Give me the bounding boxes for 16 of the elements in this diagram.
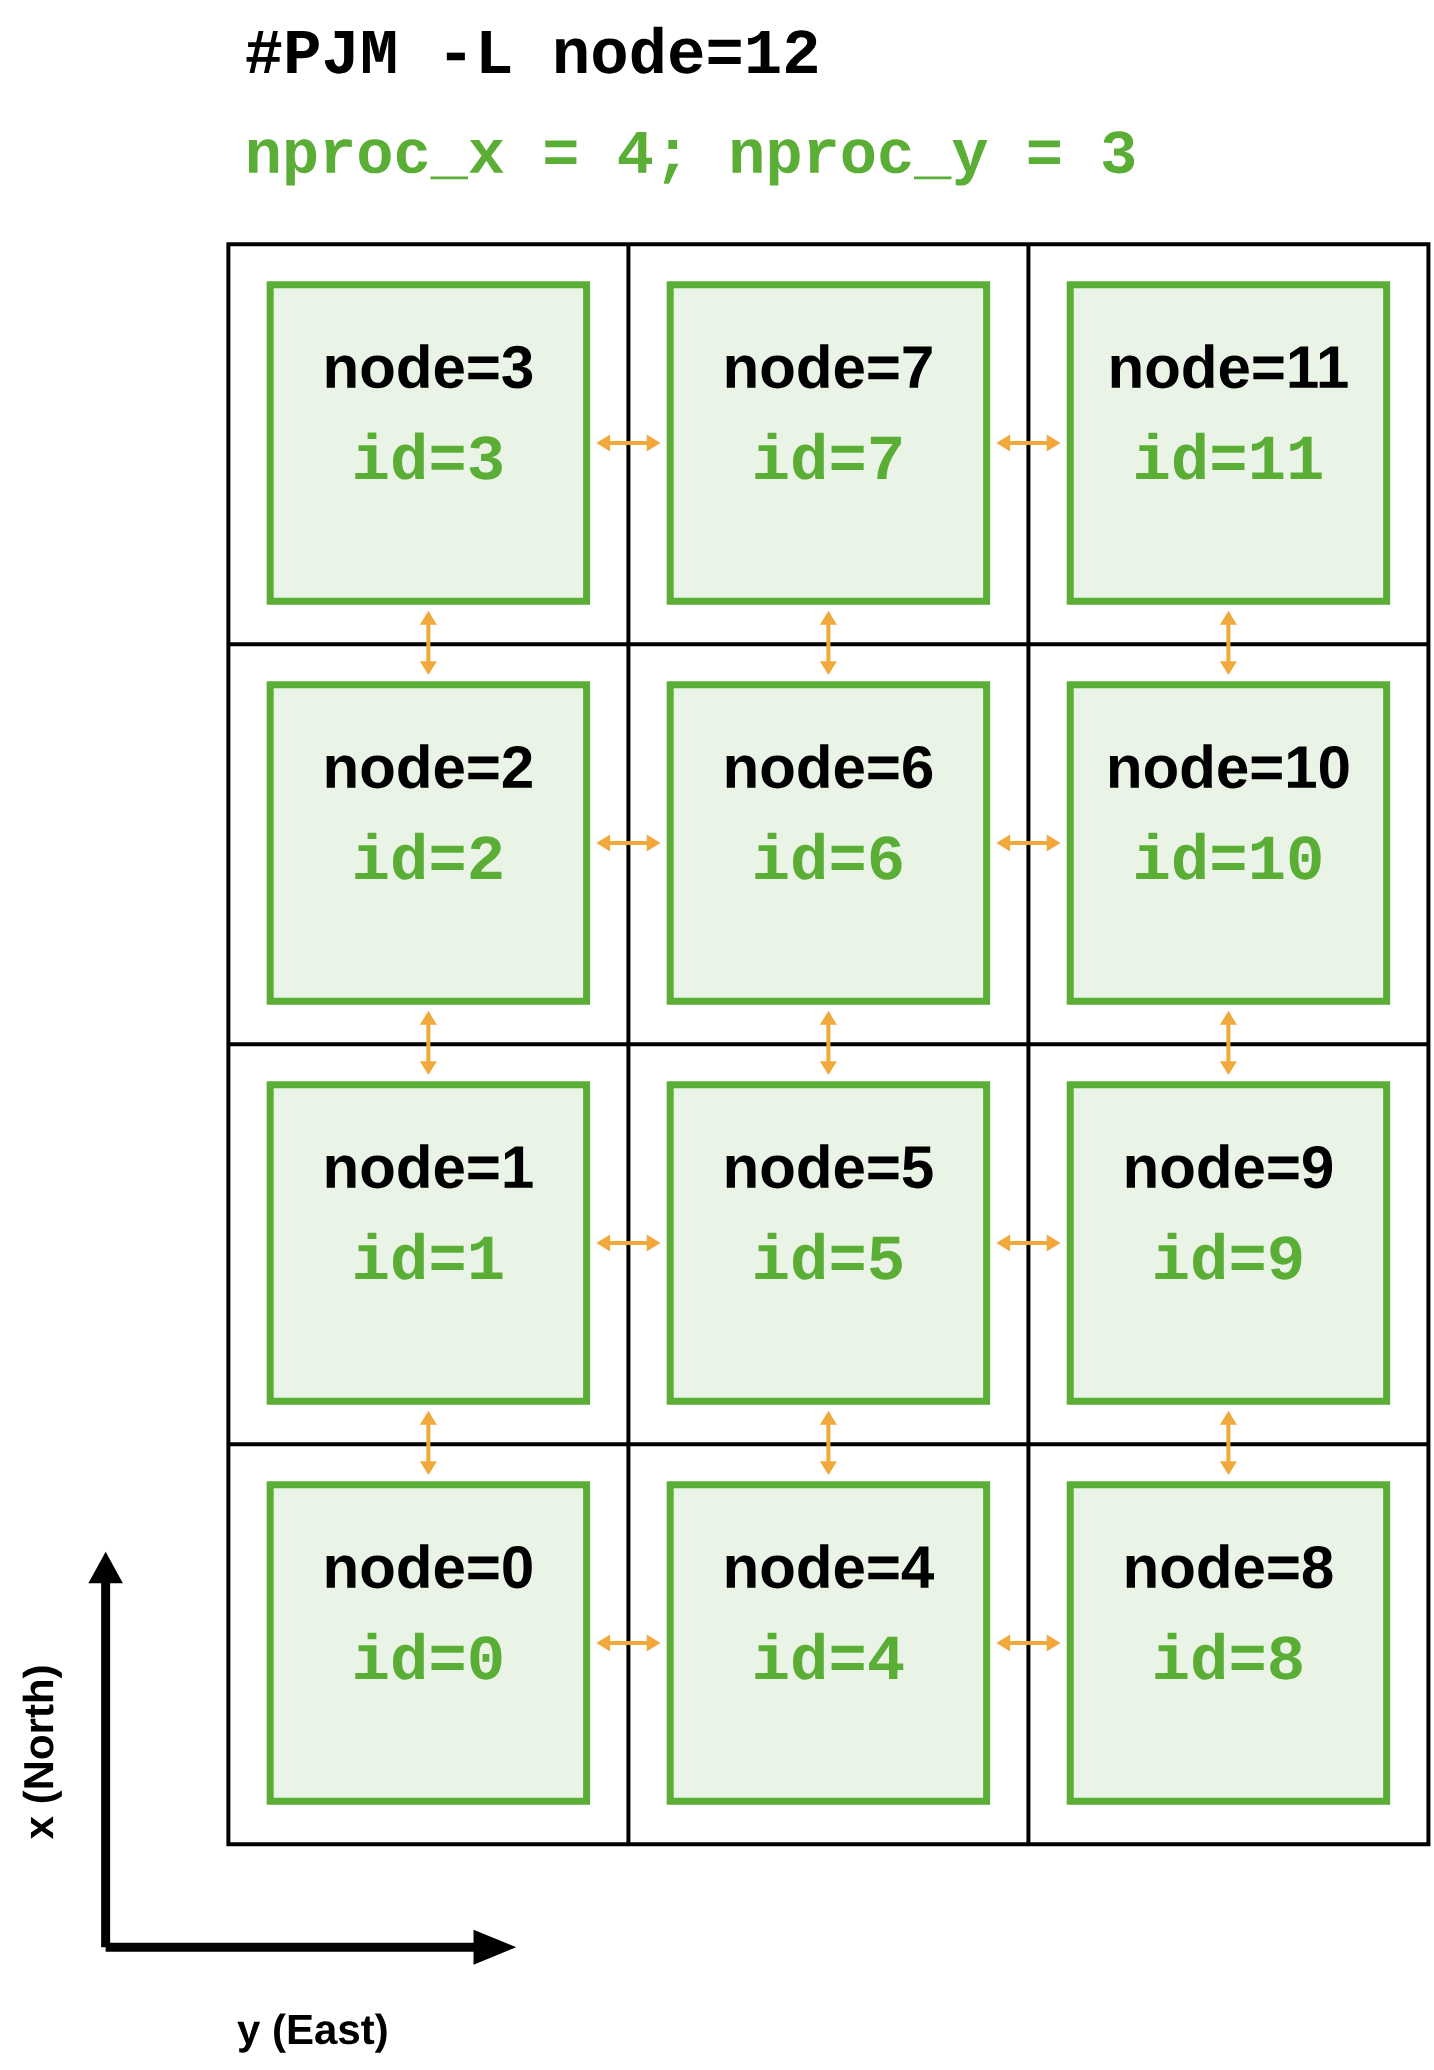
node-box: node=11 id=11 — [1066, 281, 1391, 605]
node-box: node=4 id=4 — [666, 1481, 991, 1805]
node-box: node=3 id=3 — [266, 281, 591, 605]
node-box: node=9 id=9 — [1066, 1081, 1391, 1405]
node-box: node=6 id=6 — [666, 681, 991, 1005]
node-box: node=1 id=1 — [266, 1081, 591, 1405]
axis-label: y (East) — [237, 2013, 387, 2053]
node-box: node=5 id=5 — [666, 1081, 991, 1405]
code-line: nproc_x = 4; nproc_y = 3 — [248, 131, 1135, 186]
node-box: node=0 id=0 — [266, 1481, 591, 1805]
node-box: node=7 id=7 — [666, 281, 991, 605]
axis-label: x (North) — [22, 1666, 62, 1840]
node-box: node=2 id=2 — [266, 681, 591, 1005]
node-box: node=8 id=8 — [1066, 1481, 1391, 1805]
title: #PJM -L node=12 — [246, 26, 817, 74]
node-box: node=10 id=10 — [1066, 681, 1391, 1005]
